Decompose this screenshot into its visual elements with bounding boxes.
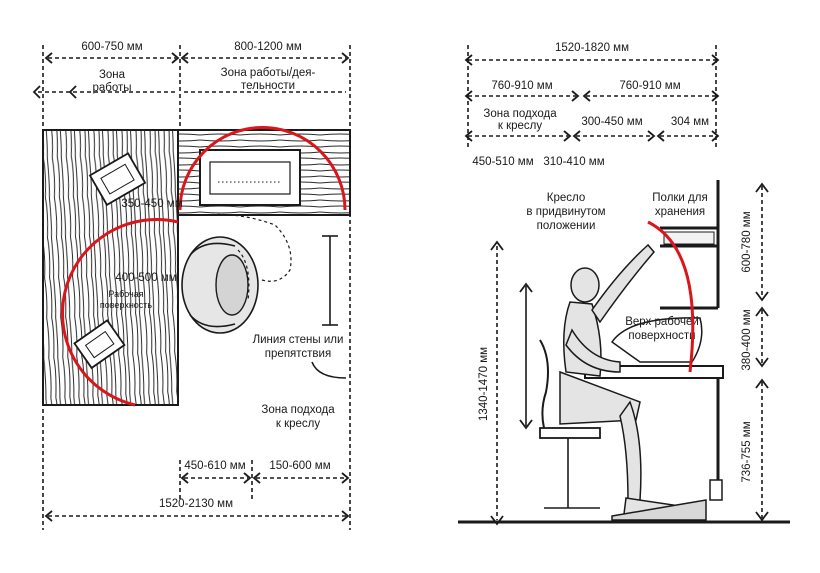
section-label-top-1: Верх рабочей [625,316,699,328]
section-desk [584,365,724,501]
plan-label-work-surface-1: Рабочая [108,289,143,299]
plan-label-work-surface-2: поверхность [100,300,153,310]
section-chair [539,339,601,509]
dim-arrows-work-zone [44,52,180,64]
dim-arrows-section-shelf [656,130,720,142]
plan-dim-work-zone: 600-750 мм [81,41,142,53]
section-dim-left: 760-910 мм [491,80,552,92]
dim-arrows-section-eye [519,282,533,430]
plan-phone-bottom [73,319,126,370]
dim-arrows-section-left [464,90,580,102]
section-dim-b: 310-410 мм [543,156,604,168]
section-dim-a: 450-510 мм [472,156,533,168]
section-label-chair-zone-1: Зона подхода [483,108,557,120]
dim-arrows-section-total [464,54,720,66]
section-label-chair-1: Кресло [547,192,585,204]
plan-person [181,236,259,334]
dim-arrows-bottom-right [252,472,350,484]
section-person [559,243,681,517]
section-dim-shelf-height: 600-780 мм [741,211,753,272]
plan-label-chair-zone-2: к креслу [276,418,321,430]
dim-arrows-section-right [582,90,720,102]
section-dim-height-total: 1340-1470 мм [478,347,490,421]
dim-arrows-desk-height [755,378,769,522]
section-label-chair-2: в придвинутом [526,206,605,218]
plan-chair-swing [204,213,292,282]
plan-label-work-zone-1: Зона [99,69,126,81]
section-label-shelves-2: хранения [655,206,705,218]
plan-label-chair-zone-1: Зона подхода [261,404,335,416]
plan-dim-bottom-right: 150-600 мм [269,460,330,472]
section-label-shelves-1: Полки для [652,192,707,204]
plan-dim-total: 1520-2130 мм [159,498,233,510]
section-monitor [610,317,703,363]
section-label-chair-zone-2: к креслу [498,120,543,132]
dim-arrows-activity-zone [180,52,350,64]
plan-dim-depth: 400-500 мм [115,272,176,284]
plan-label-wall-1: Линия стены или [253,334,344,346]
section-view: 1520-1820 мм 760-910 мм 760-910 мм Зона … [458,42,790,526]
section-dim-total: 1520-1820 мм [555,42,629,54]
section-shelves [660,180,720,310]
section-label-top-2: поверхности [628,330,695,342]
plan-keyboard [209,161,291,195]
plan-label-activity-zone-2: тельности [241,80,295,92]
plan-dim-reach: 350-450 мм [121,198,182,210]
section-dim-gap: 380-400 мм [741,309,753,370]
section-dim-desk-height: 736-755 мм [741,421,753,482]
dim-arrows-gap [755,306,769,368]
dim-arrows-section-mid [572,130,656,142]
plan-label-wall-2: препятствия [265,348,331,360]
section-dim-right: 760-910 мм [619,80,680,92]
dim-arrows-height-total [490,240,504,526]
dim-arrows-bottom-left [180,472,252,484]
plan-reach-arc-left [61,218,179,407]
plan-dim-bottom-left: 450-610 мм [184,460,245,472]
plan-wall-leader [311,361,347,379]
section-footrest [611,499,707,521]
section-reach-arc [647,220,695,373]
plan-label-activity-zone-1: Зона работы/дея- [221,67,316,79]
section-label-chair-3: положении [537,220,596,232]
dim-arrows-section-row3-a [464,130,572,142]
section-dim-shelf-depth: 304 мм [671,116,709,128]
plan-dim-activity-zone: 800-1200 мм [234,41,302,53]
dim-arrows-work-row2 [32,85,77,99]
dim-arrows-shelf-height [755,182,769,302]
plan-reach-arc-top [178,126,347,211]
plan-phone-top [88,152,147,207]
plan-view: 600-750 мм 800-1200 мм Зона работы Зона … [32,41,351,530]
dim-arrows-plan-total [44,510,350,522]
section-dim-mid: 300-450 мм [581,116,642,128]
plan-label-work-zone-2: работы [92,82,131,94]
